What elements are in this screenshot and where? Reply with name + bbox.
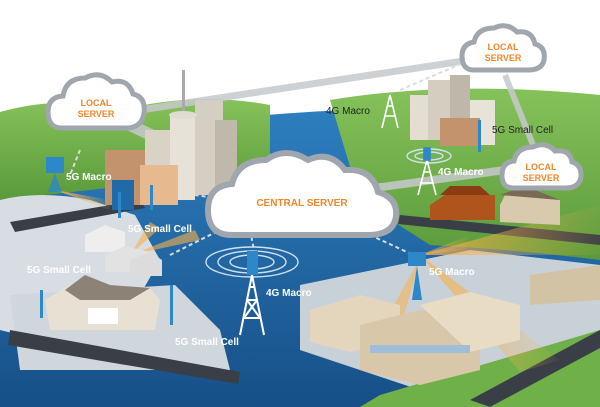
central-server-label: CENTRAL SERVER <box>256 198 348 209</box>
label-5g-small-cell-mid-left: 5G Small Cell <box>128 224 192 235</box>
label-4g-macro-right: 4G Macro <box>438 167 484 178</box>
road-bottom-left <box>8 330 240 384</box>
roads <box>8 200 600 407</box>
local-server-right-label-2: SERVER <box>523 173 560 183</box>
local-server-left-label-2: SERVER <box>78 109 115 119</box>
houses-right <box>430 186 560 225</box>
small-cell-poles <box>40 120 481 325</box>
label-4g-macro-center: 4G Macro <box>266 288 312 299</box>
tower-4g-top <box>381 94 399 129</box>
building-complex <box>310 265 600 385</box>
label-4g-macro-top: 4G Macro <box>326 106 370 117</box>
cloud-local-server-left <box>45 72 147 131</box>
road-bottom-right <box>470 330 600 407</box>
beam-left-3 <box>130 222 160 255</box>
houses-left <box>45 225 162 330</box>
link-topright-rightserver <box>502 73 538 152</box>
local-server-top-right-label-1: LOCAL <box>488 42 519 52</box>
tower-5g-right <box>408 252 426 300</box>
city-left <box>105 70 237 210</box>
beam-right-3 <box>420 235 470 255</box>
tower-4g-right <box>417 147 437 196</box>
label-5g-macro-left: 5G Macro <box>66 172 112 183</box>
city-right <box>410 75 495 146</box>
road-left-upper <box>10 200 145 232</box>
tower-5g-left <box>46 157 64 192</box>
cloud-local-server-right <box>499 142 584 191</box>
local-server-top-right-label-2: SERVER <box>485 53 522 63</box>
label-5g-small-cell-top-right: 5G Small Cell <box>492 125 553 136</box>
cloud-central-server <box>204 150 400 238</box>
label-5g-small-cell-bottom: 5G Small Cell <box>175 337 239 348</box>
label-5g-small-cell-left: 5G Small Cell <box>27 265 91 276</box>
label-5g-macro-right: 5G Macro <box>429 267 475 278</box>
cloud-local-server-top-right <box>459 23 547 73</box>
tower-4g-center <box>239 251 265 336</box>
local-server-right-label-1: LOCAL <box>526 162 557 172</box>
beam-left-2 <box>130 230 200 255</box>
beam-left-road <box>55 190 110 210</box>
local-server-left-label-1: LOCAL <box>81 98 112 108</box>
